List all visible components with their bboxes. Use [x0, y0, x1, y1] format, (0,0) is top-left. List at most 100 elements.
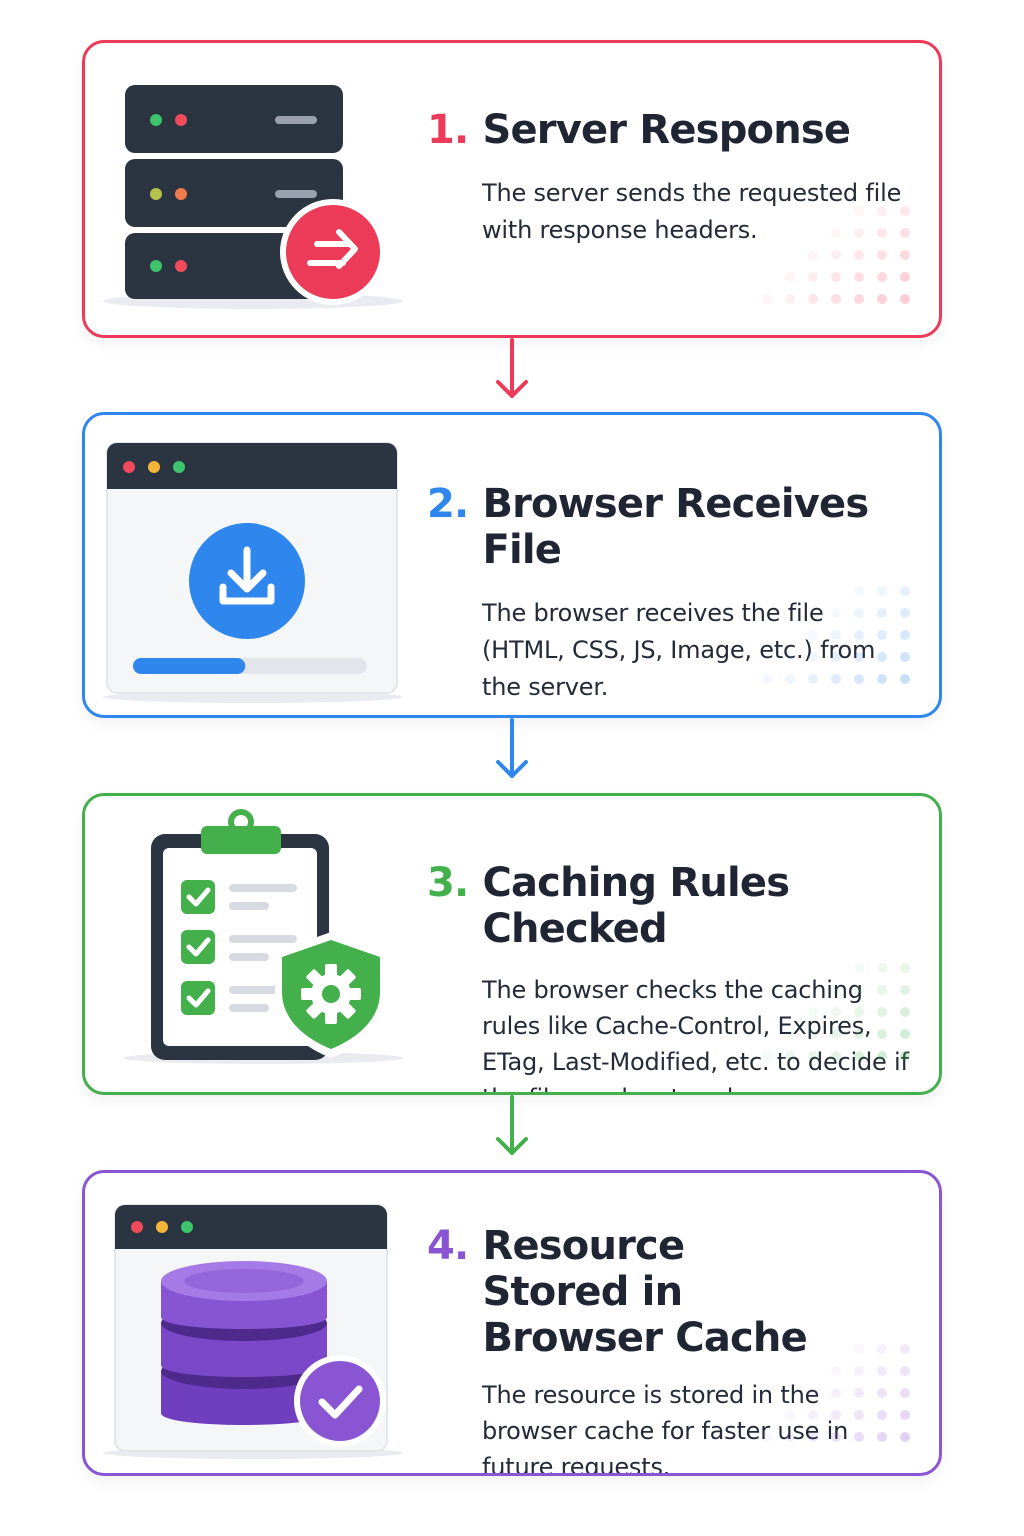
- step-description: The resource is stored in the browser ca…: [482, 1381, 849, 1476]
- decorative-dot: [877, 608, 887, 618]
- decorative-dot: [900, 630, 910, 640]
- decorative-dot: [762, 1432, 772, 1442]
- step-title-text: Resource Stored in Browser Cache: [482, 1223, 807, 1361]
- decorative-dot: [831, 1007, 841, 1017]
- step-title-text: Server Response: [482, 107, 851, 153]
- decorative-dot: [854, 272, 864, 282]
- decorative-dot: [900, 1051, 910, 1061]
- decorative-dot: [808, 1029, 818, 1039]
- decorative-dot: [854, 963, 864, 973]
- decorative-dot: [808, 1432, 818, 1442]
- decorative-dot: [831, 985, 841, 995]
- decorative-dot: [854, 586, 864, 596]
- decorative-dot: [900, 250, 910, 260]
- decorative-dot: [900, 586, 910, 596]
- decorative-dot: [877, 206, 887, 216]
- decorative-dot: [877, 1007, 887, 1017]
- decorative-dot: [854, 1432, 864, 1442]
- server-icon: [103, 85, 403, 309]
- decorative-dot: [854, 1007, 864, 1017]
- decorative-dot: [808, 674, 818, 684]
- server-illustration: [103, 43, 423, 335]
- decorative-dot: [831, 1051, 841, 1061]
- decorative-dot: [762, 294, 772, 304]
- decorative-dot: [808, 272, 818, 282]
- arrow-right-icon: [280, 199, 386, 305]
- browser-illustration: [103, 415, 423, 715]
- decorative-dot: [877, 630, 887, 640]
- decorative-dot: [877, 1051, 887, 1061]
- database-icon: [103, 1204, 403, 1459]
- step-number: 2.: [427, 481, 469, 527]
- decorative-dot: [831, 608, 841, 618]
- decorative-dot: [854, 228, 864, 238]
- decorative-dot: [900, 228, 910, 238]
- arrow-down-icon: [496, 1095, 528, 1155]
- decorative-dot: [762, 1051, 772, 1061]
- decorative-dot: [762, 674, 772, 684]
- decorative-dot: [808, 1051, 818, 1061]
- decorative-dot: [785, 1029, 795, 1039]
- decorative-dot: [877, 963, 887, 973]
- step-title: 1. Server Response: [427, 107, 911, 153]
- decorative-dot: [808, 630, 818, 640]
- decorative-dot: [854, 1051, 864, 1061]
- decorative-dot: [877, 674, 887, 684]
- cache-illustration: [103, 1173, 423, 1473]
- decorative-dot: [877, 1432, 887, 1442]
- decorative-dot: [877, 228, 887, 238]
- decorative-dot: [831, 294, 841, 304]
- decorative-dots: [762, 206, 910, 304]
- decorative-dot: [900, 1388, 910, 1398]
- decorative-dot: [831, 652, 841, 662]
- decorative-dot: [900, 652, 910, 662]
- decorative-dot: [877, 652, 887, 662]
- decorative-dot: [900, 294, 910, 304]
- decorative-dot: [854, 250, 864, 260]
- decorative-dot: [877, 250, 887, 260]
- arrow-down-icon: [496, 718, 528, 778]
- decorative-dot: [877, 294, 887, 304]
- decorative-dot: [877, 1410, 887, 1420]
- decorative-dot: [808, 1007, 818, 1017]
- decorative-dot: [877, 985, 887, 995]
- clipboard-checklist-icon: [123, 809, 403, 1064]
- decorative-dot: [900, 674, 910, 684]
- step-description: The server sends the requested file with…: [482, 179, 902, 244]
- step-card-resource-stored: 4. Resource Stored in Browser Cache The …: [82, 1170, 942, 1476]
- decorative-dot: [831, 1029, 841, 1039]
- decorative-dot: [831, 1388, 841, 1398]
- decorative-dot: [877, 586, 887, 596]
- step-description: The browser checks the caching rules lik…: [482, 976, 909, 1092]
- decorative-dot: [831, 1432, 841, 1442]
- decorative-dot: [808, 652, 818, 662]
- decorative-dot: [808, 294, 818, 304]
- step-description: The browser receives the file (HTML, CSS…: [482, 599, 876, 701]
- decorative-dot: [831, 1366, 841, 1376]
- decorative-dot: [900, 1007, 910, 1017]
- decorative-dot: [854, 608, 864, 618]
- decorative-dot: [900, 272, 910, 282]
- step-number: 1.: [427, 107, 469, 153]
- decorative-dot: [785, 674, 795, 684]
- checklist-illustration: [103, 796, 423, 1092]
- step-title: 2. Browser Receives File: [427, 481, 911, 573]
- decorative-dot: [831, 272, 841, 282]
- download-icon: [189, 523, 305, 639]
- decorative-dot: [900, 1029, 910, 1039]
- decorative-dot: [877, 272, 887, 282]
- decorative-dot: [831, 1410, 841, 1420]
- decorative-dot: [900, 206, 910, 216]
- decorative-dot: [877, 1344, 887, 1354]
- decorative-dot: [854, 652, 864, 662]
- decorative-dots: [762, 1344, 910, 1442]
- decorative-dot: [785, 294, 795, 304]
- decorative-dot: [854, 985, 864, 995]
- step-number: 3.: [427, 860, 469, 906]
- decorative-dot: [854, 1410, 864, 1420]
- decorative-dot: [877, 1388, 887, 1398]
- decorative-dot: [831, 228, 841, 238]
- decorative-dot: [785, 652, 795, 662]
- decorative-dot: [808, 1410, 818, 1420]
- step-title: 3. Caching Rules Checked: [427, 860, 911, 952]
